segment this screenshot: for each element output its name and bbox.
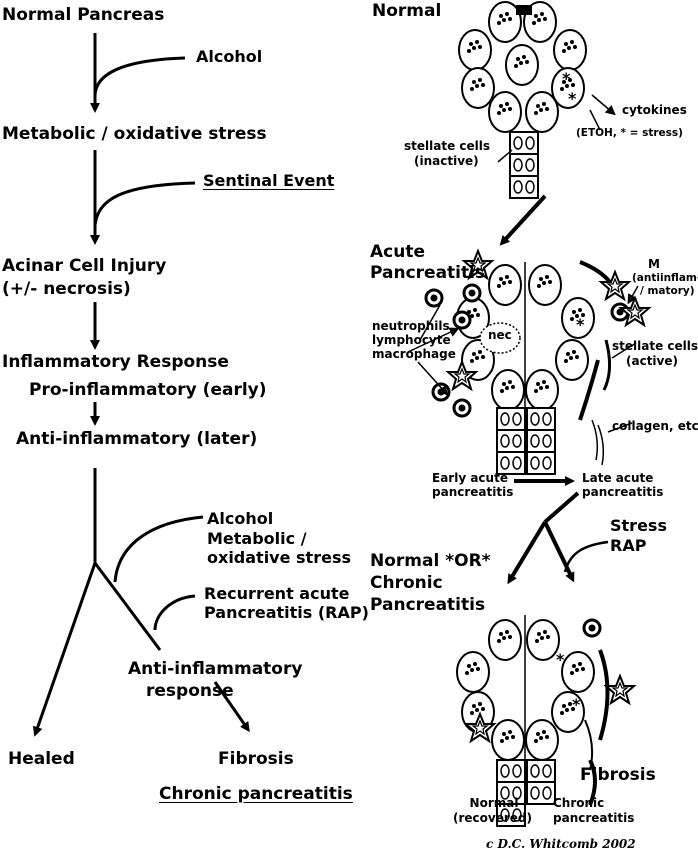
metabolic-2b-label: oxidative stress	[207, 549, 351, 567]
acinar-injury-label: Acinar Cell Injury	[2, 257, 166, 277]
normal-pancreas-label: Normal Pancreas	[2, 6, 164, 26]
alcohol-2-label: Alcohol	[207, 510, 273, 528]
fibrosis-outcome-label: Fibrosis	[218, 750, 294, 770]
necrosis-nec-label: nec	[488, 329, 512, 343]
svg-text:*: *	[556, 650, 565, 669]
outcome-title-3: Pancreatitis	[370, 596, 485, 616]
alcohol-label: Alcohol	[196, 48, 262, 66]
acute-title-1: Acute	[370, 243, 425, 263]
metabolic-2a-label: Metabolic /	[207, 530, 307, 548]
neutrophils-label: neutrophils	[372, 320, 450, 334]
chronic-pancreatitis-label: Chronic pancreatitis	[159, 785, 353, 805]
chronic-label-1: Chronic	[553, 797, 604, 811]
early-acute-label-2: pancreatitis	[432, 486, 513, 500]
svg-text:*: *	[562, 69, 571, 88]
pro-inflammatory-label: Pro-inflammatory (early)	[29, 381, 267, 401]
stellate-inactive-label-1: stellate cells	[404, 140, 490, 154]
lymphocyte-label: lymphocyte	[372, 334, 451, 348]
svg-text:*: *	[568, 89, 577, 108]
chronic-label-2: pancreatitis	[553, 812, 634, 826]
copyright-credit: c D.C. Whitcomb 2002	[486, 838, 636, 852]
late-acute-label-2: pancreatitis	[582, 486, 663, 500]
anti-inflammatory-later-label: Anti-inflammatory (later)	[16, 430, 257, 450]
outcome-title-1: Normal *OR*	[370, 552, 491, 572]
m-label: M	[648, 258, 660, 272]
sentinal-event-label: Sentinal Event	[203, 172, 334, 190]
svg-text:*: *	[572, 695, 581, 714]
anti-response-1-label: Anti-inflammatory	[128, 660, 302, 680]
normal-title: Normal	[372, 2, 441, 22]
metabolic-stress-label: Metabolic / oxidative stress	[2, 125, 267, 145]
stellate-active-label-2: (active)	[626, 355, 678, 369]
macrophage-label: macrophage	[372, 348, 456, 362]
acute-title-2: Pancreatitis	[370, 264, 485, 284]
early-acute-label-1: Early acute	[432, 472, 508, 486]
normal-recovered-label-1: Normal	[466, 797, 522, 811]
late-acute-label-1: Late acute	[582, 472, 653, 486]
cytokines-label: cytokines	[622, 104, 687, 118]
rap-label: RAP	[610, 537, 646, 555]
chronic-acinus-illustration: * *	[457, 615, 634, 826]
normal-recovered-label-2: (recovered)	[453, 812, 532, 826]
normal-acinus-illustration: * *	[459, 2, 612, 198]
collagen-label: collagen, etc	[612, 420, 698, 434]
rap-2-label: Pancreatitis (RAP)	[204, 604, 369, 622]
antiinflam-label-1: (antiinflam-	[632, 272, 698, 284]
necrosis-label: (+/- necrosis)	[2, 280, 131, 300]
stellate-active-label-1: stellate cells	[612, 340, 698, 354]
etoh-stress-label: (ETOH, * = stress)	[576, 127, 683, 139]
rap-1-label: Recurrent acute	[204, 585, 349, 603]
fibrosis-illustration-label: Fibrosis	[580, 766, 656, 786]
stress-label: Stress	[610, 517, 667, 535]
outcome-title-2: Chronic	[370, 574, 443, 594]
anti-response-2-label: response	[146, 682, 234, 702]
svg-text:*: *	[576, 315, 585, 334]
acute-acinus-illustration: *	[408, 251, 649, 474]
inflammatory-response-label: Inflammatory Response	[2, 353, 229, 373]
healed-label: Healed	[8, 750, 75, 770]
stellate-inactive-label-2: (inactive)	[414, 155, 479, 169]
antiinflam-label-2: / matory)	[640, 285, 695, 297]
